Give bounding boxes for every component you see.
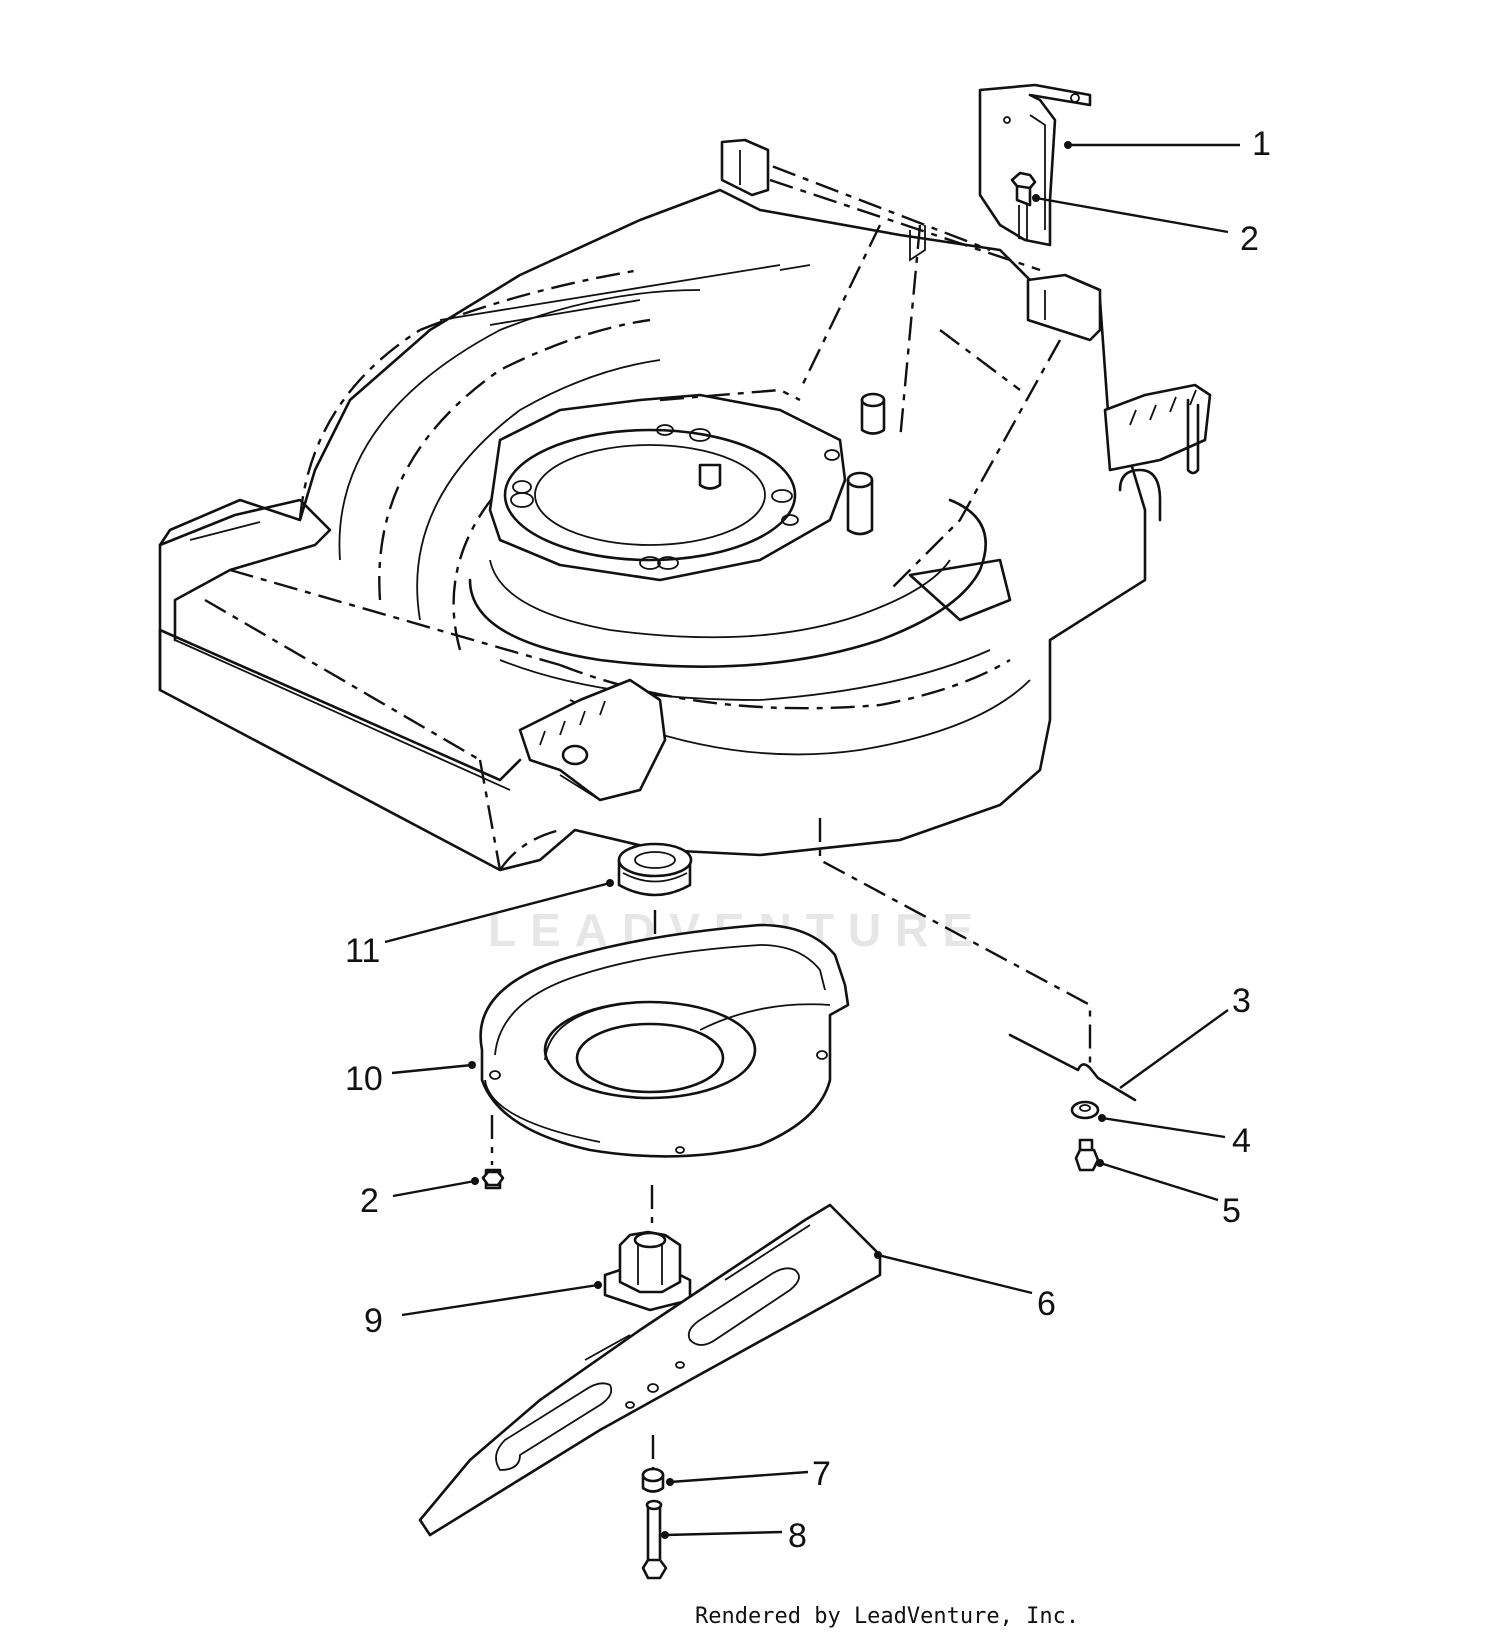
part-4-washer	[1070, 1100, 1100, 1120]
part-2-screw-upper	[1010, 171, 1037, 242]
callout-11: 11	[345, 932, 380, 970]
callout-7: 7	[812, 1455, 831, 1493]
callout-10: 10	[345, 1060, 383, 1098]
deck-mounting-holes	[510, 424, 840, 570]
assembly-line-blade-bolt	[818, 818, 1092, 1070]
callout-8: 8	[788, 1517, 807, 1555]
callout-leaders	[384, 141, 1240, 1539]
part-6-blade	[418, 1203, 882, 1537]
callout-6: 6	[1037, 1285, 1056, 1323]
part-11-bearing	[617, 842, 693, 897]
front-height-adjuster	[518, 678, 667, 802]
part-8-blade-bolt	[641, 1499, 668, 1580]
part-3-spring	[1008, 1033, 1137, 1102]
part-9-blade-adapter	[603, 1230, 692, 1312]
callout-9: 9	[364, 1302, 383, 1340]
part-7-washer	[641, 1467, 665, 1493]
callout-2-lower: 2	[360, 1182, 379, 1220]
part-1-bracket	[978, 83, 1092, 247]
part-10-baffle	[479, 923, 850, 1158]
callout-1: 1	[1252, 125, 1271, 163]
callout-3: 3	[1232, 982, 1251, 1020]
mower-deck	[158, 138, 1212, 872]
part-2-screw-lower	[481, 1168, 505, 1190]
callout-labels: 1 2 3 4 5 6 7 8 9 10 11 2	[345, 125, 1271, 1555]
rear-height-adjuster	[1103, 383, 1212, 522]
callout-4: 4	[1232, 1122, 1251, 1160]
render-credit: Rendered by LeadVenture, Inc.	[695, 1604, 1080, 1629]
callout-2-upper: 2	[1240, 220, 1259, 258]
part-5-bolt	[1074, 1138, 1100, 1172]
callout-5: 5	[1222, 1192, 1241, 1230]
